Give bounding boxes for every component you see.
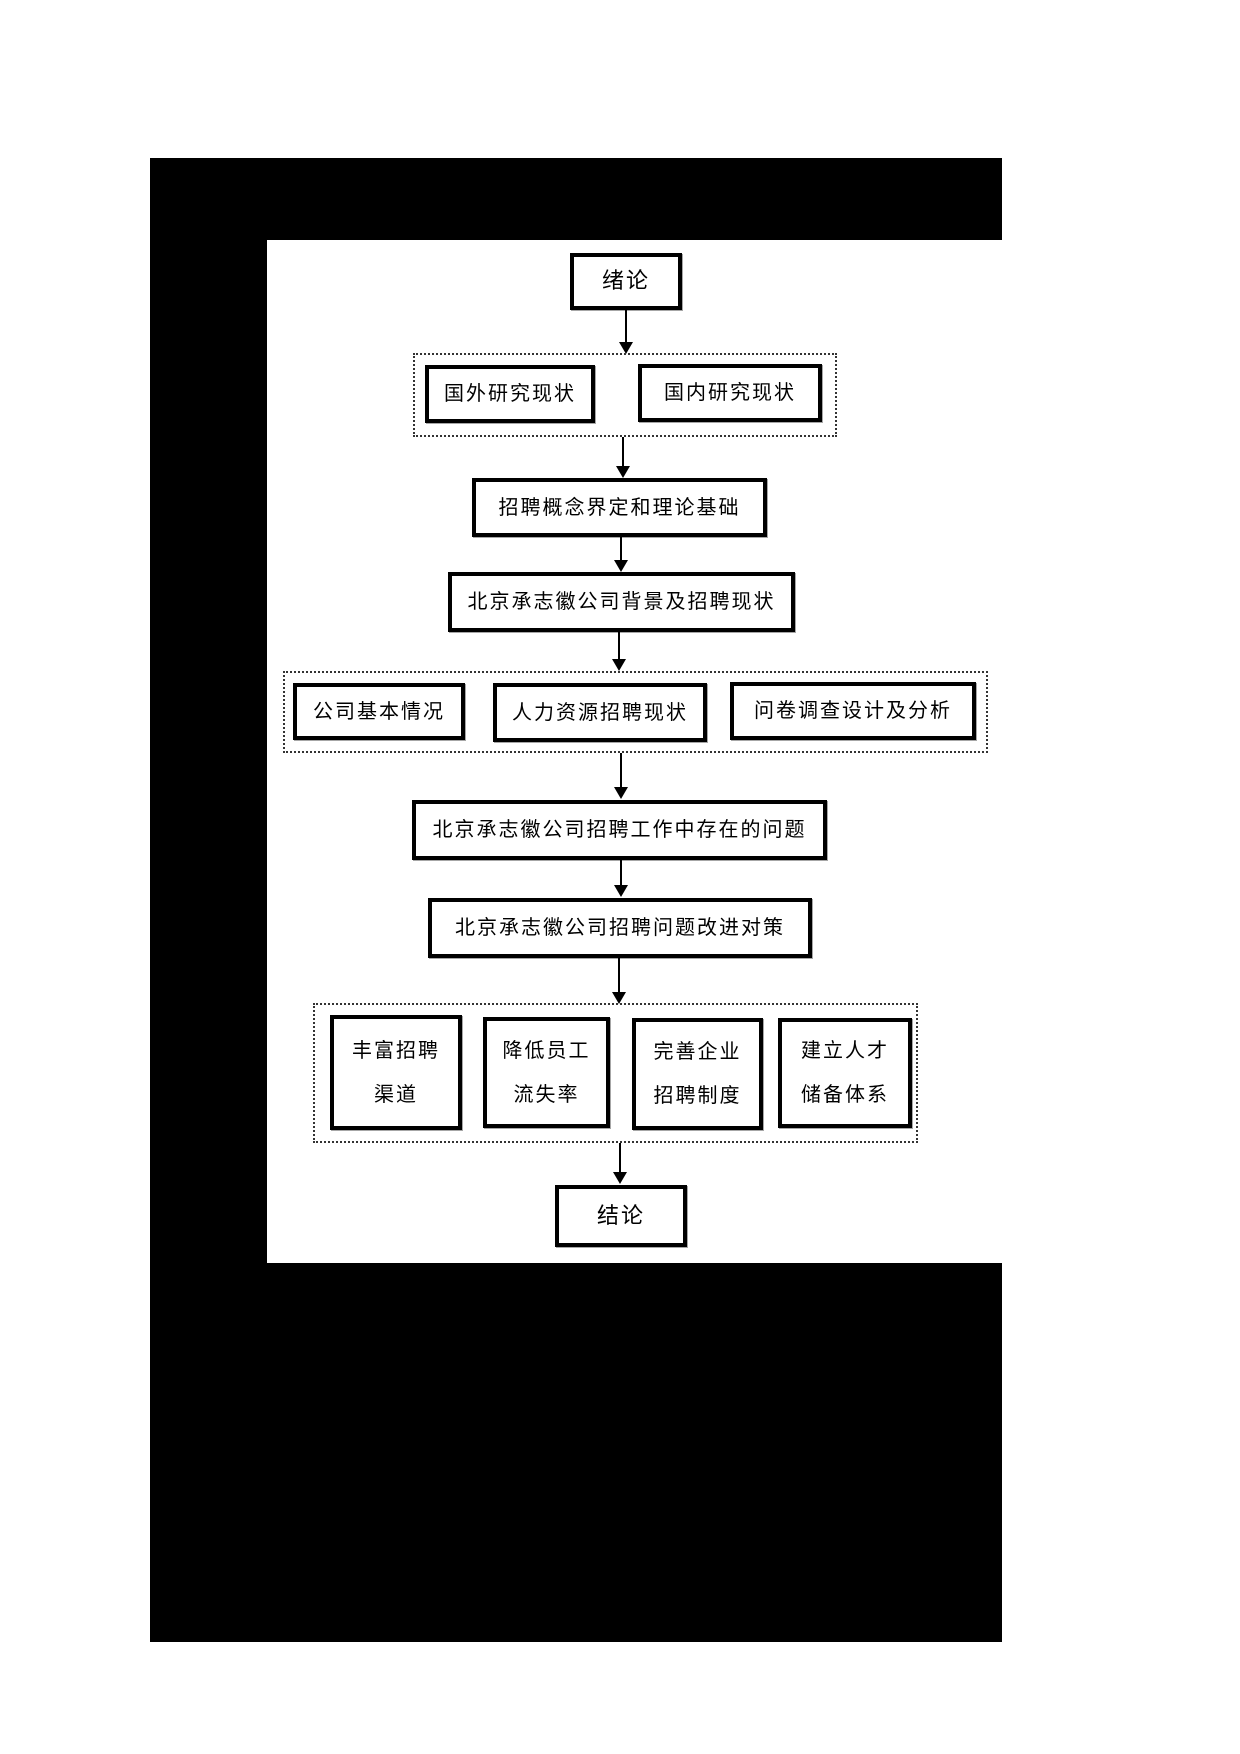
node-enrich-channels-line2: 渠道	[374, 1083, 418, 1106]
node-company-basic-label: 公司基本情况	[313, 700, 445, 723]
node-improve-system-line2: 招聘制度	[653, 1085, 742, 1107]
node-foreign-research-label: 国外研究现状	[444, 383, 576, 405]
node-enrich-channels: 丰富招聘 渠道	[330, 1015, 462, 1130]
node-talent-reserve-line2: 储备体系	[801, 1084, 889, 1106]
node-reduce-turnover-line1: 降低员工	[502, 1039, 591, 1062]
arrow-head-5	[614, 787, 628, 799]
arrow-head-3	[614, 560, 628, 572]
node-improve-system: 完善企业 招聘制度	[632, 1018, 763, 1130]
node-conclusion-label: 结论	[596, 1202, 645, 1228]
node-intro: 绪论	[570, 253, 682, 310]
node-questionnaire-label: 问卷调查设计及分析	[754, 700, 952, 722]
node-company-background-label: 北京承志徽公司背景及招聘现状	[467, 591, 776, 613]
status-analysis-group	[283, 671, 988, 753]
node-hr-recruit-status: 人力资源招聘现状	[493, 683, 707, 742]
node-hr-recruit-status-label: 人力资源招聘现状	[512, 701, 688, 724]
node-domestic-research-label: 国内研究现状	[664, 382, 796, 404]
arrow-head-8	[613, 1172, 627, 1184]
arrow-line-2	[622, 437, 624, 468]
node-conclusion: 结论	[555, 1185, 687, 1247]
node-questionnaire: 问卷调查设计及分析	[730, 682, 976, 740]
node-intro-label: 绪论	[601, 268, 650, 294]
arrow-line-3	[620, 537, 622, 562]
node-countermeasures-label: 北京承志徽公司招聘问题改进对策	[455, 917, 785, 939]
node-reduce-turnover: 降低员工 流失率	[483, 1017, 610, 1128]
arrow-line-4	[618, 632, 620, 661]
arrow-line-7	[618, 958, 620, 994]
measures-group	[313, 1003, 918, 1143]
node-improve-system-line1: 完善企业	[653, 1041, 742, 1063]
frame-top-band	[150, 158, 1002, 240]
frame-bottom-block	[150, 1263, 1002, 1642]
arrow-line-1	[625, 310, 627, 344]
arrow-line-8	[619, 1143, 621, 1174]
arrow-head-6	[614, 885, 628, 897]
node-concept-theory-label: 招聘概念界定和理论基础	[498, 496, 741, 519]
node-foreign-research: 国外研究现状	[425, 365, 595, 423]
node-countermeasures: 北京承志徽公司招聘问题改进对策	[428, 898, 812, 958]
node-talent-reserve: 建立人才 储备体系	[778, 1018, 912, 1128]
arrow-line-6	[620, 860, 622, 887]
node-company-basic: 公司基本情况	[293, 683, 465, 740]
node-enrich-channels-line1: 丰富招聘	[352, 1039, 440, 1062]
node-concept-theory: 招聘概念界定和理论基础	[472, 478, 767, 537]
arrow-head-4	[612, 659, 626, 671]
node-problems: 北京承志徽公司招聘工作中存在的问题	[412, 800, 827, 860]
research-status-group	[413, 353, 837, 437]
arrow-line-5	[620, 753, 622, 789]
node-problems-label: 北京承志徽公司招聘工作中存在的问题	[432, 819, 807, 841]
node-domestic-research: 国内研究现状	[638, 364, 822, 422]
arrow-head-1	[619, 342, 633, 354]
node-reduce-turnover-line2: 流失率	[513, 1083, 580, 1106]
arrow-head-7	[612, 992, 626, 1004]
arrow-head-2	[616, 466, 630, 478]
node-talent-reserve-line1: 建立人才	[801, 1040, 889, 1062]
node-company-background: 北京承志徽公司背景及招聘现状	[448, 572, 795, 632]
